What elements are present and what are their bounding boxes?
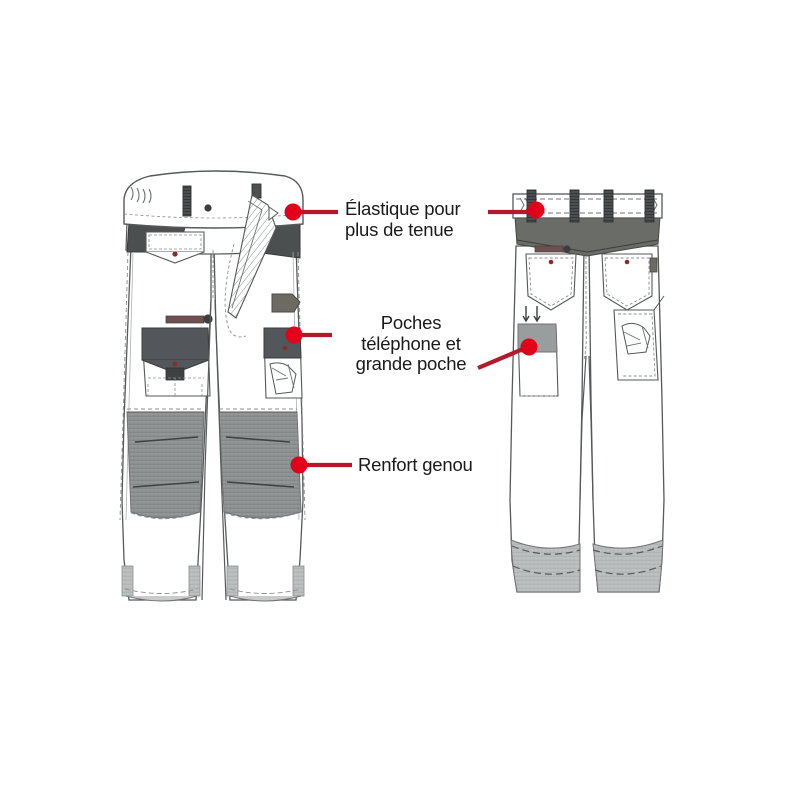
callout-1-leaders	[284, 201, 545, 221]
front-waist-button	[204, 204, 212, 212]
callout-2-label: Poches téléphone et grande poche	[355, 312, 467, 375]
front-fly-edge	[231, 200, 263, 309]
front-view	[119, 170, 306, 602]
front-fly-stitch	[224, 243, 247, 338]
front-inseam-right	[214, 299, 227, 601]
front-fly-tab	[268, 206, 279, 222]
back-view	[509, 189, 665, 593]
front-left-side-piping	[125, 251, 134, 521]
front-belt-loop-1	[182, 185, 192, 217]
callout-3-label: Renfort genou	[358, 454, 473, 475]
front-ruler-pocket	[271, 293, 301, 313]
front-left-side-seam	[119, 251, 129, 521]
back-inseam-right	[588, 355, 594, 501]
callout-2-marker-back	[520, 338, 538, 356]
back-inseam-left	[579, 355, 587, 501]
back-pocket-left	[525, 245, 577, 311]
front-coin-pocket-rivet	[172, 251, 178, 257]
front-hem-left	[121, 565, 201, 602]
callout-1-marker-back	[527, 201, 545, 219]
callout-2-leaders	[285, 326, 538, 370]
front-fly-zipper	[227, 194, 277, 319]
front-thigh-pocket-left	[141, 327, 211, 397]
back-hem-right	[592, 539, 664, 593]
callout-3-leaders	[290, 456, 352, 474]
back-pocket-right	[601, 253, 658, 311]
back-tool-pocket	[613, 295, 665, 381]
front-waist-elastic-gathers	[130, 186, 152, 204]
callout-2-leader-right	[477, 347, 524, 370]
back-yoke-seam	[516, 239, 659, 253]
callout-1-label: Élastique pour plus de tenue	[345, 198, 461, 240]
front-waistband-stitch	[123, 213, 304, 219]
front-label-tab	[203, 314, 213, 324]
front-coin-pocket-flap	[145, 251, 205, 264]
front-brand-label	[165, 315, 205, 324]
callout-3-marker-knee	[290, 456, 308, 474]
back-hem-left	[510, 539, 581, 593]
front-knee-panel-left	[126, 408, 205, 520]
front-hem-right	[226, 565, 305, 602]
back-center-seam	[583, 256, 587, 361]
front-inseam-left	[201, 299, 212, 601]
callout-1-marker-front	[284, 203, 302, 221]
callout-2-marker-front	[285, 326, 303, 344]
front-coin-pocket-stitch	[148, 234, 202, 250]
front-knee-panel-right	[218, 408, 302, 520]
